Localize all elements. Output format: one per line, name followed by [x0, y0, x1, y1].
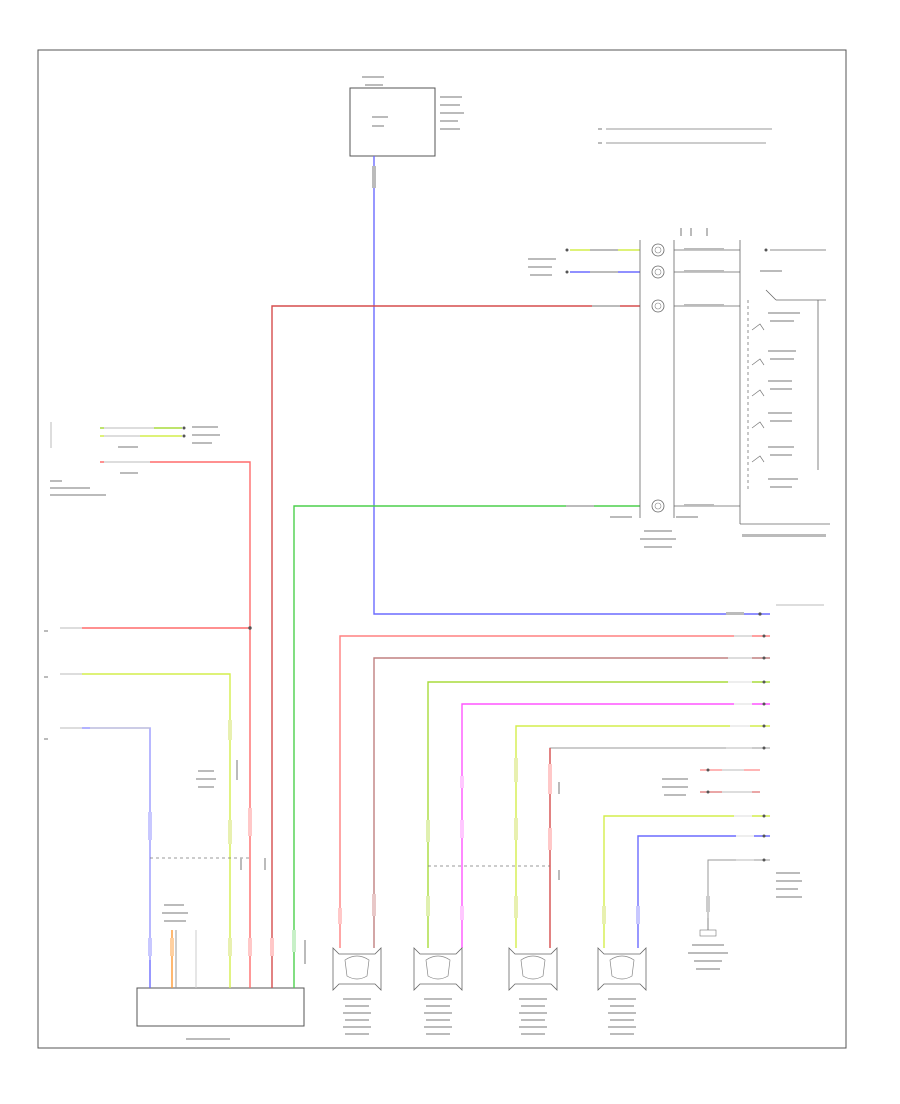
right-upper-connectors	[528, 228, 740, 548]
wire-blue-main	[373, 156, 770, 615]
sensor-icon	[597, 947, 647, 1035]
sensor-icon	[332, 947, 382, 1035]
switch-panel	[739, 240, 830, 537]
sensor-icon	[413, 947, 463, 1035]
right-wires	[338, 604, 824, 948]
left-labels	[50, 422, 251, 960]
sensor-group	[332, 947, 647, 1035]
ground-icon	[688, 918, 728, 970]
bottom-left-module	[136, 904, 306, 1040]
left-mid-wires	[44, 626, 266, 960]
sensor-icon	[508, 947, 558, 1035]
top-module	[349, 76, 464, 157]
diagram-frame	[37, 49, 847, 1049]
wire-green-main	[293, 505, 640, 960]
wire-red-main	[271, 305, 640, 960]
legend-notes	[598, 128, 772, 144]
switch-icon	[765, 289, 826, 301]
